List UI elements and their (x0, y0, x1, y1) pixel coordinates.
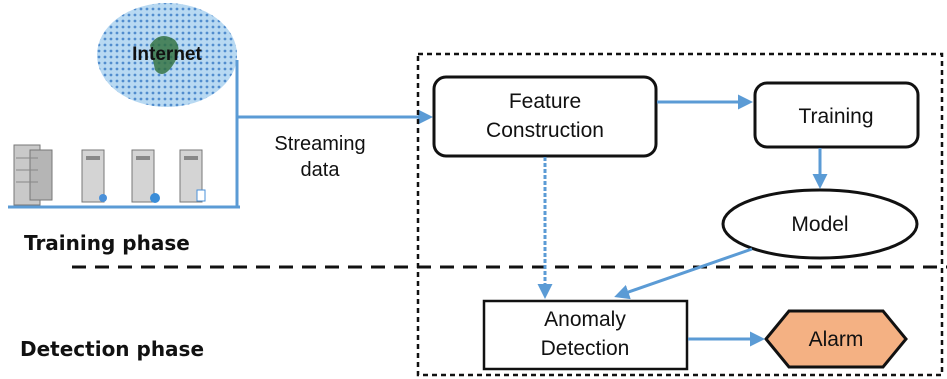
training-phase-label: Training phase (24, 231, 190, 255)
internet-label: Internet (132, 44, 202, 65)
system-boundary (416, 52, 944, 377)
feature-label-line2: Construction (486, 119, 604, 142)
model-to-detection-arrow (614, 247, 753, 300)
alarm-node (764, 309, 908, 369)
server-doc-icon (179, 149, 206, 203)
alarm-label: Alarm (809, 328, 864, 351)
model-node (721, 188, 919, 260)
server-icon (81, 149, 107, 203)
feature-construction-node (432, 75, 658, 158)
server-globe-icon (131, 149, 160, 203)
streaming-label-line2: data (301, 159, 341, 181)
streaming-label-line1: Streaming (274, 133, 365, 155)
anomaly-label-line2: Detection (541, 337, 630, 360)
feature-label-line1: Feature (509, 90, 581, 113)
anomaly-detection-node (482, 299, 689, 371)
training-label: Training (798, 105, 873, 128)
server-stack-icon (13, 144, 53, 206)
training-node (753, 81, 920, 149)
detection-phase-label: Detection phase (20, 337, 204, 361)
model-label: Model (791, 213, 848, 236)
anomaly-label-line1: Anomaly (544, 308, 626, 331)
internet-globe-icon (97, 3, 237, 107)
